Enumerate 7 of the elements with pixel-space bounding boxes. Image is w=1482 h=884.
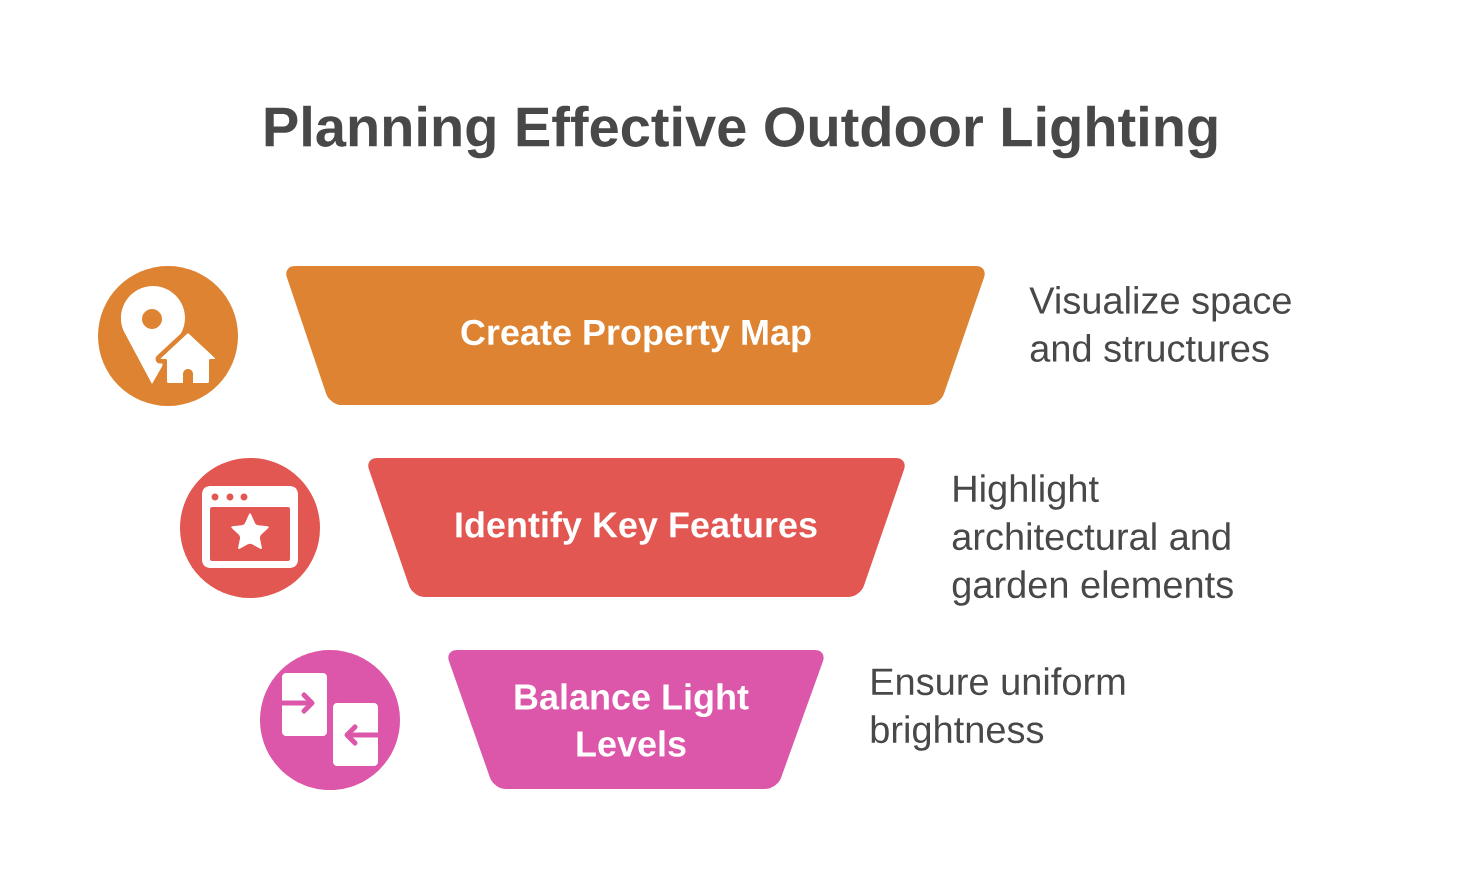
funnel-stage: Balance Light Levels bbox=[448, 650, 824, 789]
funnel-stage: Identify Key Features bbox=[368, 458, 905, 597]
description-text: Ensure uniform brightness bbox=[871, 667, 1125, 751]
funnel-stage: Create Property Map bbox=[286, 266, 985, 405]
description-text: Visualize space and structures bbox=[1029, 286, 1291, 362]
description-text: Highlight architectural and garden elements bbox=[952, 474, 1233, 606]
title: Planning Effective Outdoor Lighting bbox=[265, 105, 1217, 159]
